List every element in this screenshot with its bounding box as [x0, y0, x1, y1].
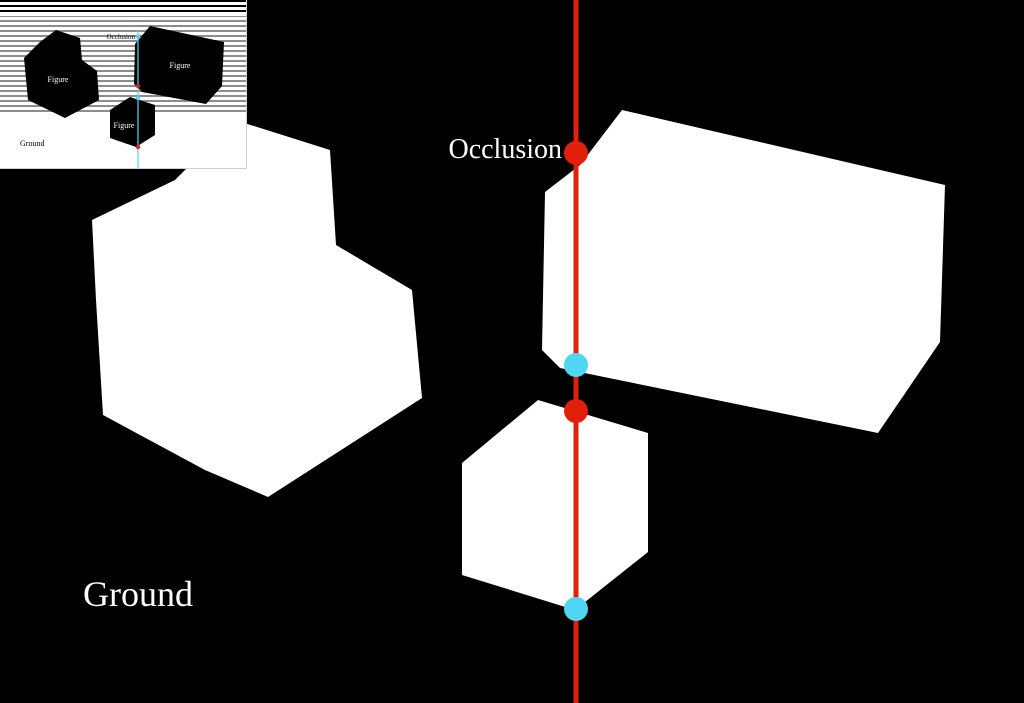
inset-ground-label: Ground	[20, 139, 44, 148]
ground-label: Ground	[83, 574, 193, 614]
inset-canvas: Figure Figure Figure Ground Occlusion Co…	[0, 0, 246, 168]
contact-marker-lower	[564, 597, 588, 621]
occlusion-marker-top	[564, 141, 588, 165]
figure-shape-bottom	[462, 400, 648, 610]
figure-shape-right	[542, 110, 945, 433]
contact-marker-upper	[564, 353, 588, 377]
inset-contact-marker-low	[135, 144, 141, 150]
inset-figure-label-bottom: Figure	[114, 121, 135, 130]
inset-figure-label-left: Figure	[48, 75, 69, 84]
figure-label-bottom: Figure	[472, 501, 566, 541]
inset-figure-label-right: Figure	[170, 61, 191, 70]
inset-contact-label: Contact	[143, 82, 165, 90]
inset-thumbnail: Figure Figure Figure Ground Occlusion Co…	[0, 0, 247, 169]
figure-label-left: Figure	[195, 313, 289, 353]
occlusion-label: Occlusion	[448, 134, 562, 165]
inset-occlusion-label: Occlusion	[107, 33, 136, 41]
inset-contact-marker-mid	[135, 95, 141, 101]
contact-label: Contact	[593, 342, 680, 373]
inset-noise-band	[0, 0, 246, 14]
inset-contact-marker	[135, 83, 141, 89]
inset-figure-bottom	[110, 97, 155, 147]
figure-label-right: Figure	[703, 250, 797, 290]
occlusion-marker-middle	[564, 399, 588, 423]
inset-figure-left	[24, 30, 99, 118]
inset-figure-right	[134, 26, 224, 104]
figure-shape-left	[92, 120, 422, 497]
inset-occlusion-marker	[135, 34, 141, 40]
